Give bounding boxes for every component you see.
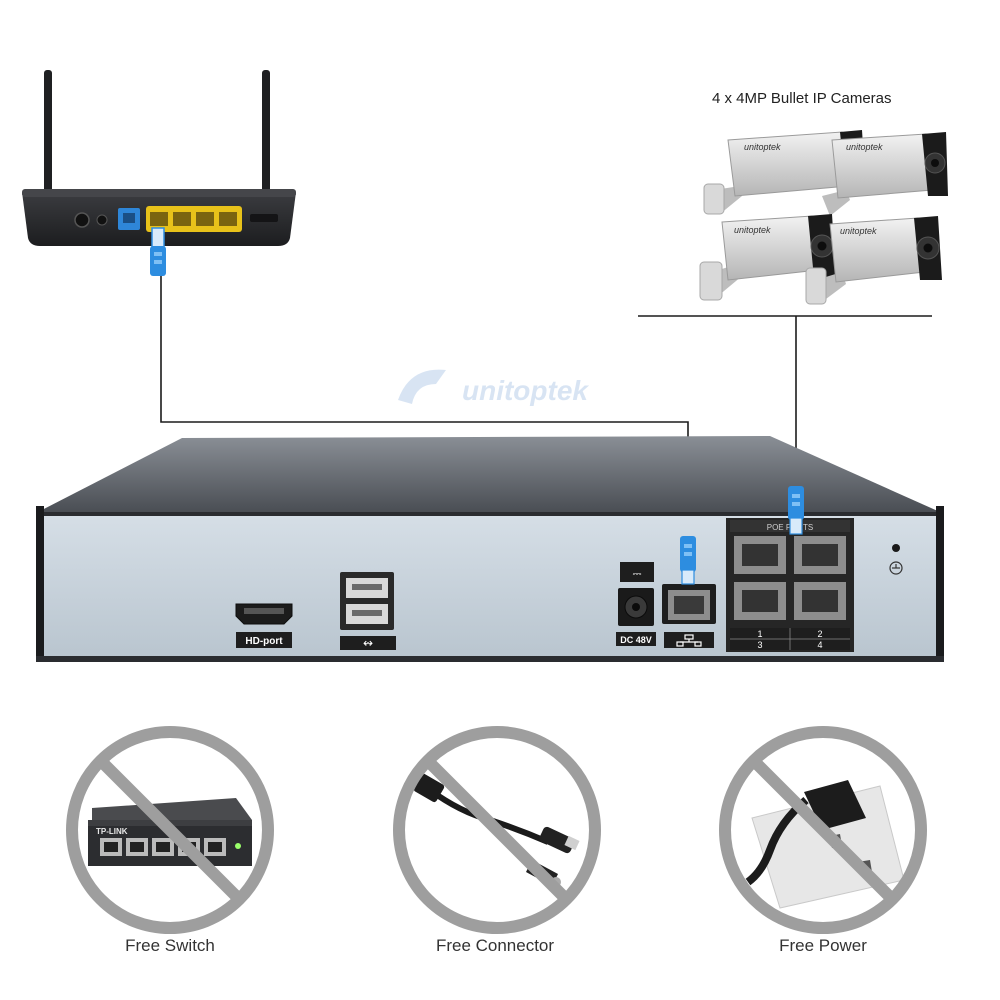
- router-reset-hole: [96, 214, 108, 226]
- router-antenna-left: [44, 70, 52, 195]
- lan-port: [662, 584, 716, 648]
- nvr-poe-plug: [788, 486, 804, 535]
- switch-brand: TP-LINK: [96, 827, 128, 836]
- prohibit-slash-3: [748, 755, 898, 905]
- dc-48v-label: DC 48V: [620, 635, 652, 645]
- nvr-device: HD-port ↭ ⎓ DC 48V: [36, 436, 944, 662]
- ground-icon: [889, 561, 903, 575]
- poe-ports: POE PORTS 1 2 3 4: [726, 518, 854, 652]
- camera-4-brand: unitoptek: [840, 226, 877, 236]
- router: [22, 70, 296, 246]
- hd-port-label: HD-port: [245, 636, 283, 647]
- hdmi-port: HD-port: [235, 603, 293, 648]
- camera-3: unitoptek: [699, 214, 836, 301]
- poe-port-3-number: 3: [757, 640, 762, 650]
- nvr-top-cover: [38, 436, 940, 512]
- free-power-graphic: [719, 726, 927, 934]
- router-power-button: [74, 212, 90, 228]
- camera-4: unitoptek: [805, 216, 942, 305]
- dc-polarity-icon: ⎓: [633, 568, 642, 580]
- free-connector-graphic: [393, 726, 601, 934]
- prohibit-circle-2: [393, 726, 601, 934]
- poe-port-1-number: 1: [757, 629, 762, 639]
- ip-cameras: unitoptek unitoptek unitoptek: [699, 130, 948, 305]
- camera-2-brand: unitoptek: [846, 142, 883, 152]
- caption-free-connector: Free Connector: [435, 936, 555, 955]
- free-switch-graphic: TP-LINK: [66, 726, 274, 934]
- cameras-title: 4 x 4MP Bullet IP Cameras: [712, 90, 892, 107]
- watermark-logo-icon: [398, 369, 446, 404]
- watermark: unitoptek: [398, 369, 589, 406]
- nvr-lan-plug: [680, 536, 696, 585]
- camera-1-brand: unitoptek: [744, 142, 781, 152]
- prohibit-circle-1: [66, 726, 274, 934]
- dc-power-jack: ⎓ DC 48V: [616, 562, 656, 646]
- reset-hole: [892, 544, 900, 552]
- camera-3-brand: unitoptek: [734, 225, 771, 235]
- camera-2: unitoptek: [822, 132, 948, 216]
- prohibit-slash-2: [422, 755, 572, 905]
- caption-free-switch: Free Switch: [125, 936, 215, 955]
- usb-ports: ↭: [340, 572, 396, 650]
- prohibit-circle-3: [719, 726, 927, 934]
- router-antenna-right: [262, 70, 270, 195]
- prohibit-slash-1: [95, 755, 245, 905]
- watermark-brand: unitoptek: [462, 375, 589, 406]
- poe-port-2-number: 2: [817, 629, 822, 639]
- poe-port-4-number: 4: [817, 640, 822, 650]
- usb-symbol-icon: ↭: [363, 636, 373, 650]
- caption-free-power: Free Power: [779, 936, 867, 955]
- router-ethernet-plug: [150, 227, 166, 276]
- network-icon: [676, 634, 702, 647]
- router-lan-ports: [146, 206, 242, 232]
- network-switch-icon: TP-LINK: [88, 798, 252, 866]
